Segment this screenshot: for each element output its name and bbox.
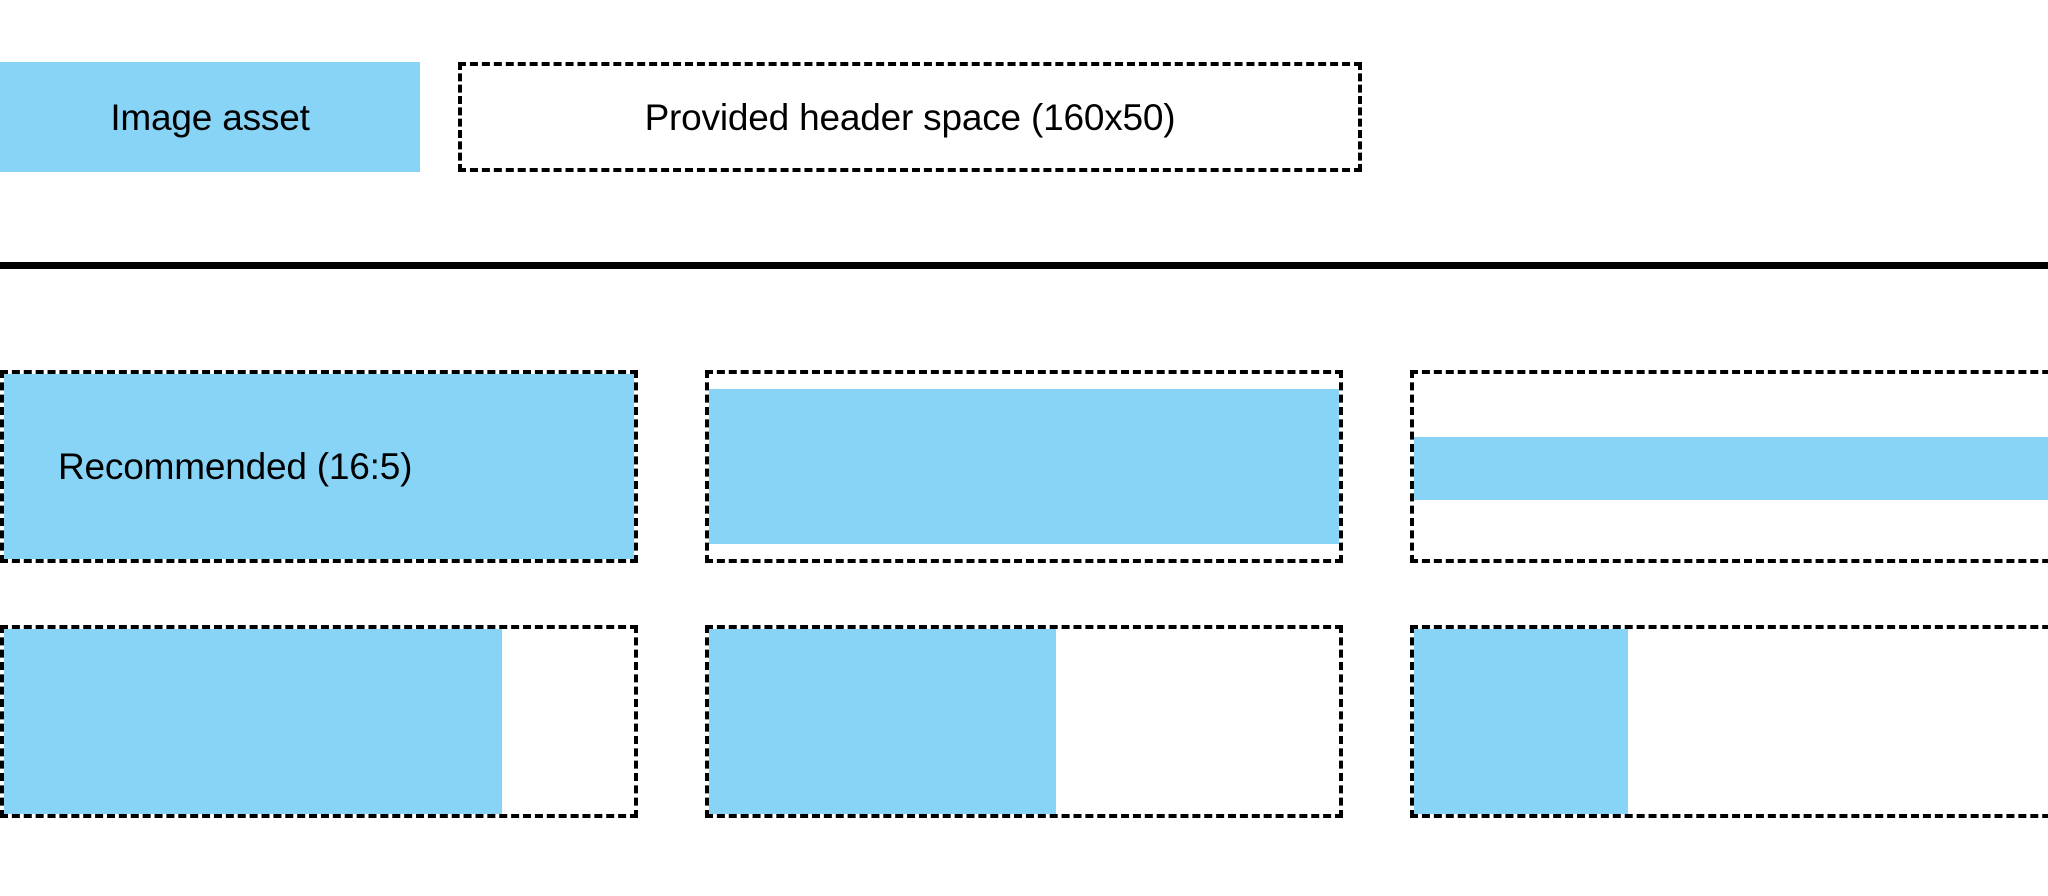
asset-fill	[4, 629, 502, 814]
asset-fill	[4, 374, 634, 559]
header-legend-strip: Image asset Provided header space (160x5…	[0, 0, 2048, 269]
provided-header-space-label: Provided header space (160x50)	[644, 96, 1176, 138]
sample-cell-recommended: Recommended (16:5)	[0, 370, 638, 563]
asset-fill	[709, 388, 1339, 545]
horizontal-divider	[0, 262, 2048, 269]
sample-cell-partial-79	[0, 625, 638, 818]
sample-cell-partial-32	[1410, 625, 2048, 818]
image-asset-swatch: Image asset	[0, 62, 420, 172]
asset-fill	[709, 629, 1056, 814]
sample-cell-partial-55	[705, 625, 1343, 818]
sample-cell-wide-band	[1410, 370, 2048, 563]
asset-fill	[1414, 629, 1628, 814]
sample-row: Recommended (16:5)	[0, 370, 2048, 563]
image-asset-label: Image asset	[110, 96, 310, 138]
sample-row	[0, 625, 2048, 818]
aspect-ratio-samples-grid: Recommended (16:5)	[0, 370, 2048, 880]
provided-header-space-box: Provided header space (160x50)	[458, 62, 1362, 172]
sample-cell-wide-short	[705, 370, 1343, 563]
asset-fill	[1414, 436, 2048, 500]
